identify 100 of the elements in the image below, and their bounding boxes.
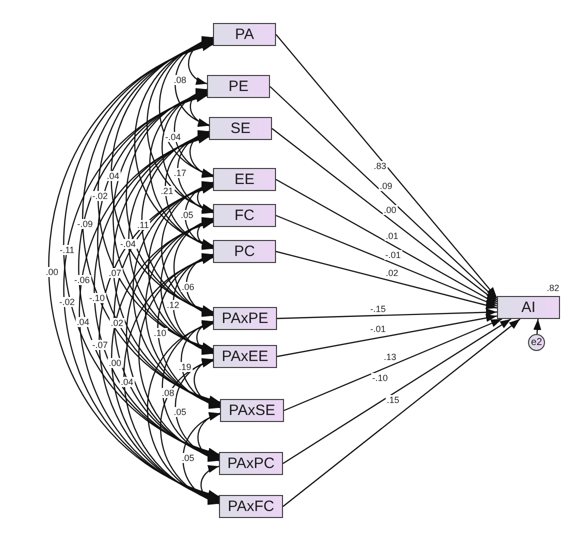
arrow (276, 178, 498, 305)
path-coefficient: .15 (386, 395, 400, 405)
double-headed-arrow (200, 466, 220, 504)
double-headed-arrow (126, 220, 220, 458)
path-coefficient: .02 (384, 268, 400, 278)
double-headed-arrow (182, 414, 220, 504)
double-headed-arrow (132, 184, 220, 406)
double-headed-arrow (175, 360, 220, 460)
double-headed-arrow (98, 186, 220, 500)
covariance-value: .21 (160, 186, 174, 196)
covariance-value: .05 (172, 407, 188, 417)
arrow (276, 34, 498, 298)
double-headed-arrow (158, 38, 214, 176)
path-coefficient: .09 (378, 181, 394, 191)
covariance-value: -.02 (58, 297, 76, 307)
variable-box: PAxPC (219, 452, 283, 475)
variable-box: PA (213, 23, 276, 46)
arrow (533, 318, 542, 334)
covariance-value: .05 (180, 210, 194, 220)
variable-box: PAxPE (213, 307, 277, 330)
path-coefficient: .00 (382, 205, 398, 215)
covariance-value: .00 (44, 267, 60, 277)
arrow (276, 250, 498, 310)
variable-box: PC (213, 240, 276, 263)
arrow (284, 318, 502, 412)
variable-box: PAxSE (220, 399, 284, 422)
covariance-value: -.02 (91, 191, 109, 201)
double-headed-arrow (160, 360, 220, 503)
covariance-value: -.10 (88, 293, 106, 303)
covariance-value: .10 (152, 328, 168, 338)
covariance-value: .05 (180, 453, 196, 463)
covariance-value: .04 (120, 377, 134, 387)
path-coefficient: -.10 (371, 373, 389, 383)
variable-box: FC (213, 204, 276, 227)
double-headed-arrow (78, 94, 220, 456)
error-circle: e2 (528, 334, 545, 351)
covariance-value: -.07 (91, 340, 109, 350)
double-headed-arrow (174, 218, 214, 316)
double-headed-arrow (196, 182, 214, 214)
double-headed-arrow (162, 322, 220, 460)
double-headed-arrow (123, 256, 220, 502)
double-headed-arrow (177, 132, 214, 212)
variable-box: PAxEE (213, 345, 277, 368)
arrow (276, 214, 498, 307)
variable-box: SE (209, 117, 272, 140)
arrow (276, 314, 498, 358)
double-headed-arrow (184, 182, 214, 248)
covariance-value: -.04 (164, 132, 182, 142)
covariance-value: -.06 (73, 275, 91, 285)
covariance-value: -.09 (76, 219, 94, 229)
path-coefficient: -.01 (384, 250, 402, 260)
double-headed-arrow (188, 36, 214, 84)
double-headed-arrow (149, 91, 214, 247)
double-headed-arrow (112, 92, 214, 350)
double-headed-arrow (78, 136, 220, 499)
double-headed-arrow (97, 94, 220, 404)
covariance-value: .11 (136, 220, 150, 230)
double-headed-arrow (126, 92, 214, 314)
double-headed-arrow (111, 222, 220, 500)
double-headed-arrow (146, 323, 220, 502)
double-headed-arrow (197, 412, 220, 462)
double-headed-arrow (196, 320, 214, 354)
covariance-value: .19 (178, 362, 192, 372)
covariance-value: .07 (108, 268, 122, 278)
variable-box: AI (497, 296, 560, 319)
covariance-value: -.11 (58, 245, 76, 255)
double-headed-arrow (148, 184, 214, 352)
variable-box: PAxFC (219, 495, 283, 518)
path-coefficient: .13 (382, 352, 398, 362)
double-headed-arrow (186, 254, 214, 316)
covariance-value: .02 (110, 318, 124, 328)
path-coefficient: -.15 (369, 304, 387, 314)
path-coefficient: .01 (384, 231, 400, 241)
double-headed-arrow (94, 136, 220, 456)
double-headed-arrow (144, 220, 220, 406)
path-coefficient: -.01 (369, 324, 387, 334)
covariance-value: .06 (180, 282, 196, 292)
double-headed-arrow (110, 40, 214, 312)
double-headed-arrow (63, 95, 220, 498)
double-headed-arrow (180, 322, 220, 408)
variable-box: PE (207, 75, 270, 98)
covariance-value: .12 (166, 300, 180, 310)
r-squared-value: .82 (546, 283, 560, 293)
double-headed-arrow (160, 219, 214, 353)
double-headed-arrow (141, 133, 214, 314)
double-headed-arrow (48, 44, 220, 498)
double-headed-arrow (98, 42, 214, 350)
covariance-value: .08 (160, 388, 176, 398)
double-headed-arrow (161, 183, 214, 315)
double-headed-arrow (190, 130, 214, 178)
arrow (282, 318, 520, 507)
double-headed-arrow (174, 38, 214, 126)
path-coefficient: .83 (372, 161, 388, 171)
double-headed-arrow (157, 255, 220, 407)
covariance-value: .17 (172, 168, 188, 178)
double-headed-arrow (146, 39, 214, 211)
double-headed-arrow (63, 43, 220, 455)
double-headed-arrow (138, 256, 220, 459)
covariance-value: .08 (172, 75, 188, 85)
arrow (272, 128, 498, 302)
